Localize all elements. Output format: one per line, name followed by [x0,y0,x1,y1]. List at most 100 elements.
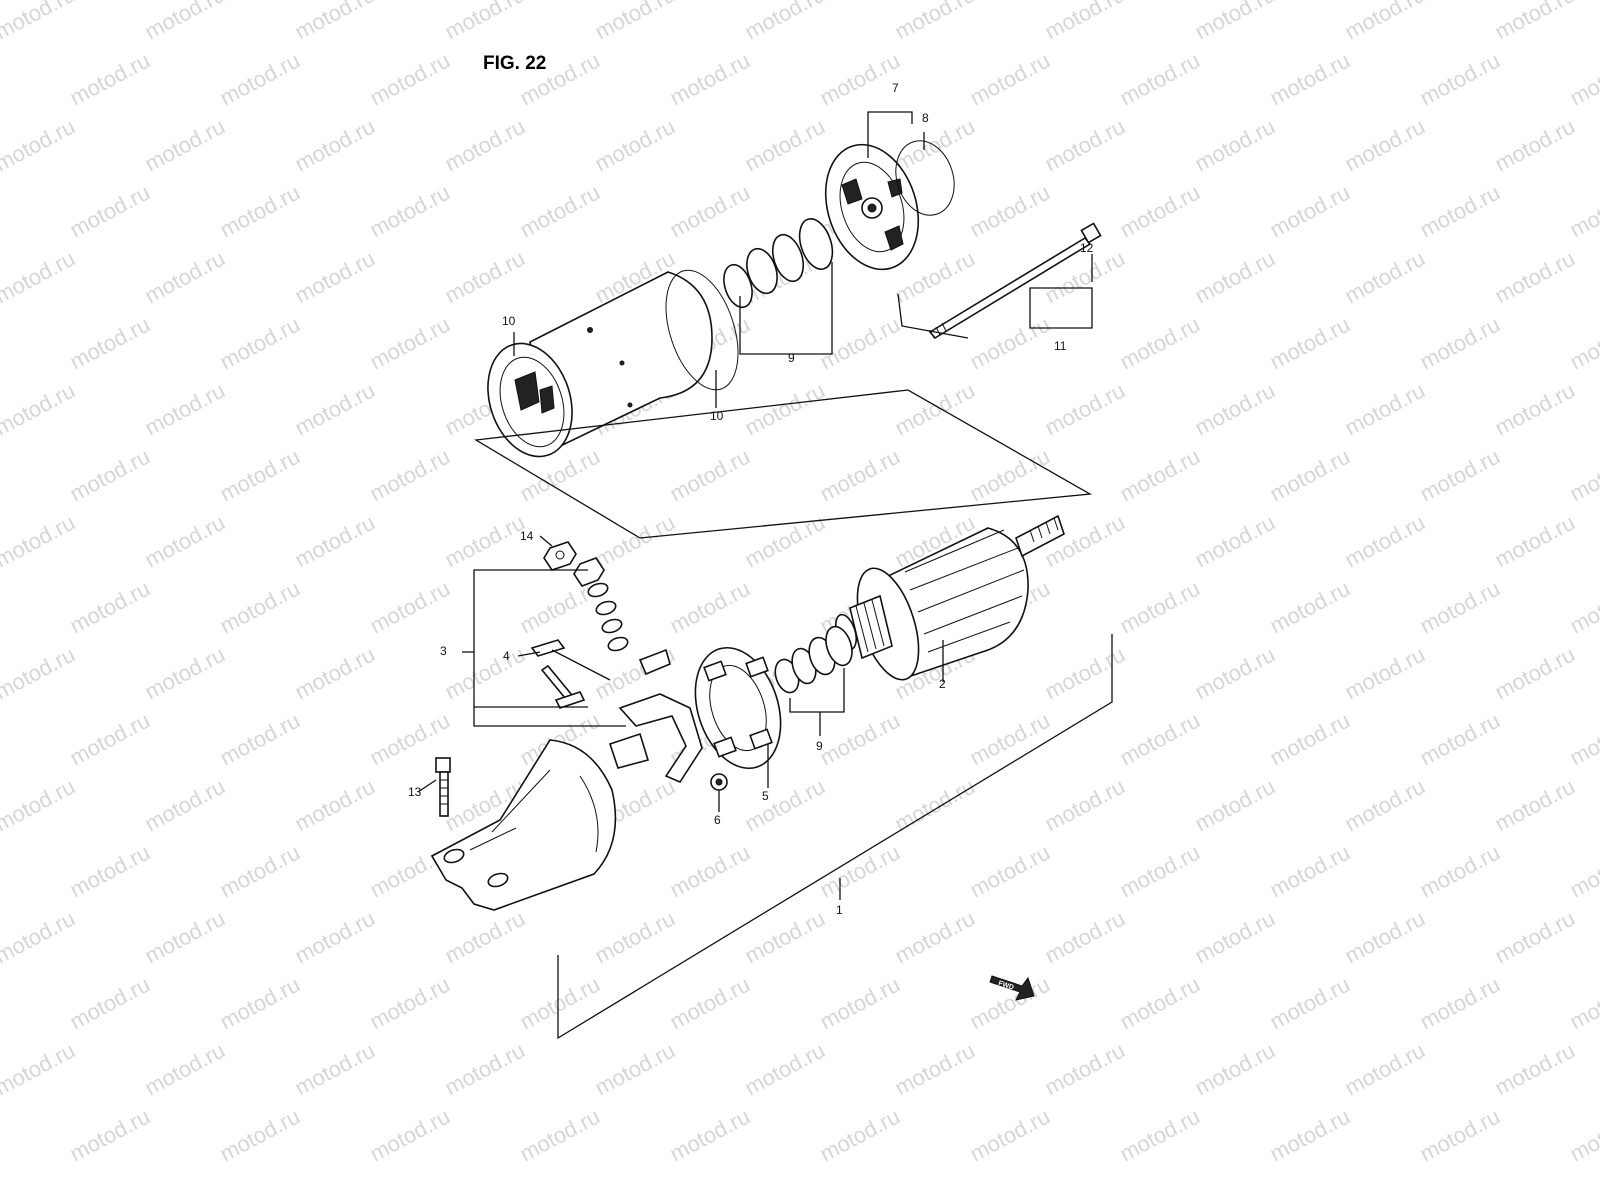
callout-11: 11 [1054,339,1067,353]
watermark-text: motod.ru [1041,0,1129,44]
watermark-text: motod.ru [1416,972,1504,1035]
watermark-text: motod.ru [0,114,79,177]
watermark-text: motod.ru [1416,312,1504,375]
watermark-text: motod.ru [816,1104,904,1167]
callout-14: 14 [520,529,534,543]
watermark-text: motod.ru [966,312,1054,375]
watermark-text: motod.ru [291,906,379,969]
watermark-text: motod.ru [1341,246,1429,309]
watermark-text: motod.ru [966,972,1054,1035]
watermark-text: motod.ru [1416,840,1504,903]
watermark-text: motod.ru [1191,510,1279,573]
watermark-text: motod.ru [1266,840,1354,903]
watermark-text: motod.ru [141,1038,229,1101]
watermark-text: motod.ru [141,246,229,309]
watermark-text: motod.ru [1491,906,1579,969]
fwd-badge-label: FWD [997,980,1014,992]
watermark-text: motod.ru [66,180,154,243]
watermark-text: motod.ru [1266,312,1354,375]
watermark-text: motod.ru [291,378,379,441]
armature [834,514,1065,681]
watermark-text: motod.ru [891,774,979,837]
watermark-text: motod.ru [1266,972,1354,1035]
watermark-text: motod.ru [1416,1104,1504,1167]
watermark-text: motod.ru [1116,708,1204,771]
watermark-text: motod.ru [141,510,229,573]
watermark-text: motod.ru [66,1104,154,1167]
watermark-text: motod.ru [516,972,604,1035]
watermark-text: motod.ru [441,246,529,309]
watermark-text: motod.ru [0,510,79,573]
watermark-text: motod.ru [1341,906,1429,969]
watermark-text: motod.ru [1041,642,1129,705]
watermark-text: motod.ru [1491,114,1579,177]
watermark-text: motod.ru [966,1104,1054,1167]
watermark-text: motod.ru [216,444,304,507]
callout-5: 5 [762,789,769,803]
watermark-text: motod.ru [666,1104,754,1167]
watermark-text: motod.ru [1191,246,1279,309]
watermark-text: motod.ru [1041,1038,1129,1101]
watermark-text: motod.ru [1416,708,1504,771]
watermark-text: motod.ru [591,906,679,969]
watermark-text: motod.ru [1566,1104,1600,1167]
watermark-text: motod.ru [1116,972,1204,1035]
watermark-text: motod.ru [1341,378,1429,441]
watermark-text: motod.ru [1416,180,1504,243]
watermark-text: motod.ru [891,906,979,969]
watermark-text: motod.ru [1491,378,1579,441]
watermark-text: motod.ru [1191,774,1279,837]
watermark-text: motod.ru [816,972,904,1035]
watermark-text: motod.ru [1341,774,1429,837]
watermark-text: motod.ru [1341,510,1429,573]
watermark-text: motod.ru [291,114,379,177]
watermark-text: motod.ru [66,708,154,771]
watermark-text: motod.ru [1566,180,1600,243]
watermark-text: motod.ru [0,840,4,903]
watermark-text: motod.ru [0,642,79,705]
watermark-text: motod.ru [1566,444,1600,507]
watermark-text: motod.ru [1191,378,1279,441]
watermark-text: motod.ru [1041,114,1129,177]
watermark-text: motod.ru [1116,180,1204,243]
watermark-text: motod.ru [666,840,754,903]
watermark-text: motod.ru [0,444,4,507]
watermark-text: motod.ru [1116,576,1204,639]
figure-title: FIG. 22 [483,53,546,74]
watermark-text: motod.ru [366,576,454,639]
callout-10-rear: 10 [502,314,516,328]
watermark-text: motod.ru [66,840,154,903]
watermark-text: motod.ru [891,114,979,177]
watermark-text: motod.ru [591,1038,679,1101]
watermark-text: motod.ru [0,1038,79,1101]
callout-12: 12 [1080,241,1094,255]
watermark-text: motod.ru [441,1038,529,1101]
watermark-text: motod.ru [216,1104,304,1167]
yoke-housing [487,269,739,458]
watermark-text: motod.ru [966,444,1054,507]
watermark-text: motod.ru [0,972,4,1035]
watermark-text: motod.ru [1266,180,1354,243]
watermark-text: motod.ru [1416,444,1504,507]
callout-4: 4 [503,649,510,663]
watermark-text: motod.ru [291,246,379,309]
watermark-text: motod.ru [1266,576,1354,639]
watermark-text: motod.ru [591,114,679,177]
watermark-text: motod.ru [516,180,604,243]
watermark-text: motod.ru [741,1038,829,1101]
watermark-text: motod.ru [1566,972,1600,1035]
watermark-text: motod.ru [66,48,154,111]
watermark-text: motod.ru [1491,642,1579,705]
watermark-text: motod.ru [516,576,604,639]
fwd-direction-badge: FWD [989,975,1035,1001]
watermark-text: motod.ru [966,48,1054,111]
watermark-text: motod.ru [291,1038,379,1101]
watermark-text: motod.ru [1116,1104,1204,1167]
watermark-text: motod.ru [741,0,829,44]
watermark-text: motod.ru [441,642,529,705]
terminal-plate [608,648,703,784]
watermark-text: motod.ru [0,906,79,969]
callout-3: 3 [440,644,447,658]
watermark-text: motod.ru [66,972,154,1035]
